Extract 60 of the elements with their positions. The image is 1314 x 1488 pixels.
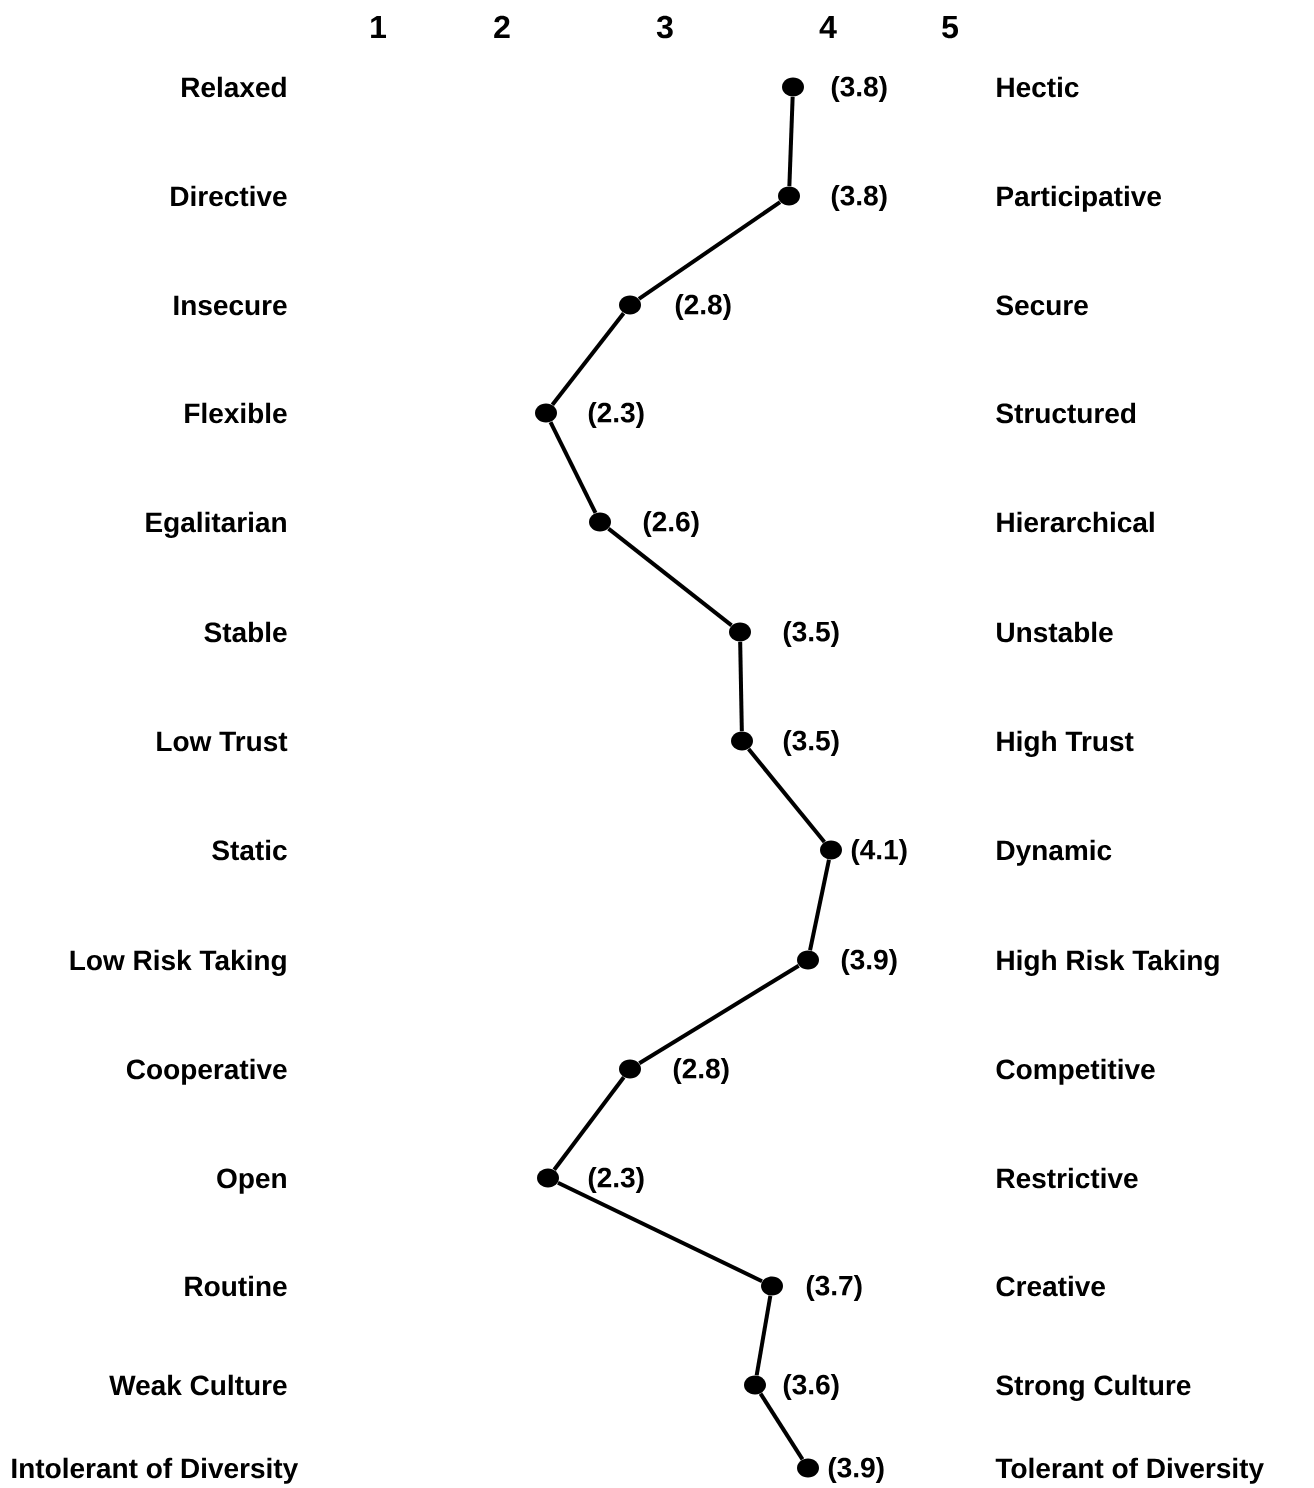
left-label: Weak Culture bbox=[109, 1374, 287, 1396]
profile-line bbox=[738, 641, 744, 732]
value-label: (3.5) bbox=[783, 620, 839, 648]
profile-line bbox=[548, 421, 598, 514]
left-label: Relaxed bbox=[182, 76, 286, 98]
right-label: Restrictive bbox=[997, 1167, 1138, 1189]
right-label: Strong Culture bbox=[996, 1374, 1191, 1401]
scale-number: 5 bbox=[942, 16, 958, 39]
profile-line bbox=[758, 1392, 805, 1461]
left-label: Static bbox=[212, 839, 287, 861]
value-label: (4.1) bbox=[851, 838, 907, 866]
value-label: (3.7) bbox=[806, 1274, 862, 1302]
value-label: (3.9) bbox=[828, 1456, 884, 1484]
profile-line bbox=[550, 312, 626, 407]
left-label: Flexible bbox=[185, 402, 287, 424]
value-label: (3.9) bbox=[841, 948, 897, 976]
right-label: Dynamic bbox=[997, 839, 1112, 866]
profile-line bbox=[607, 527, 733, 627]
scale-number: 2 bbox=[494, 15, 510, 38]
left-label: Intolerant of Diversity bbox=[12, 1457, 299, 1484]
right-label: Tolerant of Diversity bbox=[995, 1457, 1264, 1484]
left-label: Cooperative bbox=[126, 1058, 287, 1085]
scale-number: 3 bbox=[656, 15, 673, 39]
right-label: Participative bbox=[997, 185, 1161, 212]
value-label: (2.6) bbox=[643, 510, 699, 538]
left-label: Insecure bbox=[174, 295, 287, 316]
left-label: Egalitarian bbox=[146, 511, 286, 538]
left-label: Routine bbox=[185, 1275, 287, 1297]
left-label: Stable bbox=[204, 621, 287, 643]
right-label: High Risk Taking bbox=[997, 949, 1219, 976]
right-label: High Trust bbox=[997, 730, 1134, 757]
value-label: (3.6) bbox=[783, 1373, 839, 1401]
right-label: Unstable bbox=[997, 621, 1113, 643]
value-label: (2.3) bbox=[588, 1166, 644, 1194]
right-label: Competitive bbox=[996, 1058, 1155, 1085]
left-label: Directive bbox=[171, 185, 287, 207]
value-label: (3.5) bbox=[783, 729, 839, 757]
scale-number: 1 bbox=[371, 16, 386, 38]
profile-line bbox=[747, 747, 826, 844]
left-label: Open bbox=[217, 1168, 286, 1194]
profile-line bbox=[552, 1076, 626, 1171]
left-label: Low Trust bbox=[157, 731, 288, 752]
right-label: Hierarchical bbox=[997, 511, 1154, 533]
value-label: (2.3) bbox=[588, 401, 644, 429]
value-label: (2.8) bbox=[675, 293, 731, 321]
right-label: Secure bbox=[996, 295, 1088, 316]
profile-line bbox=[557, 1181, 763, 1283]
profile-line bbox=[637, 200, 782, 301]
right-label: Hectic bbox=[997, 76, 1079, 98]
profile-line bbox=[638, 964, 800, 1065]
scale-number: 4 bbox=[819, 16, 837, 38]
value-label: (3.8) bbox=[831, 184, 887, 212]
profile-line bbox=[808, 859, 831, 951]
value-label: (2.8) bbox=[673, 1057, 729, 1085]
left-label: Low Risk Taking bbox=[70, 949, 286, 976]
profile-line bbox=[754, 1295, 773, 1376]
value-label: (3.8) bbox=[831, 75, 887, 103]
right-label: Structured bbox=[996, 402, 1136, 424]
profile-line bbox=[787, 96, 795, 187]
right-label: Creative bbox=[996, 1275, 1105, 1297]
